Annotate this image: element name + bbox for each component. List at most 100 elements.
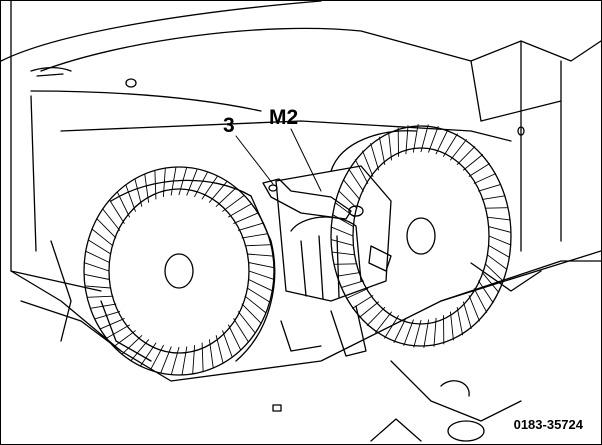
fan-vane <box>170 346 180 375</box>
fan-vane <box>94 311 121 320</box>
part-label-3: 3 <box>223 114 235 137</box>
fan-vane <box>443 133 458 157</box>
fan-vane <box>144 173 150 203</box>
fan-vane <box>354 159 369 184</box>
fan-vane <box>486 254 508 270</box>
fan-vane <box>208 181 228 203</box>
fan-vane <box>345 288 369 299</box>
fan-vane <box>84 285 112 289</box>
fan-vane <box>375 311 392 333</box>
fan-vane <box>481 195 506 200</box>
fan-vane <box>134 178 143 207</box>
fan-vane <box>99 318 125 330</box>
fan-vane <box>450 139 467 161</box>
fan-vane <box>450 311 454 341</box>
fan-vane <box>331 251 356 256</box>
fan-vane <box>484 263 504 282</box>
fan-vane <box>215 335 224 364</box>
fan-vane <box>140 342 157 367</box>
right-blower-fan <box>330 124 512 348</box>
left-blower-fan <box>83 166 276 376</box>
fan-vane <box>413 319 422 348</box>
fan-vane <box>208 339 214 369</box>
fan-vane <box>222 195 245 212</box>
part-label-m2: M2 <box>269 106 299 129</box>
fan-vane <box>340 280 364 289</box>
fan-vane <box>423 319 430 348</box>
fan-vane <box>366 306 386 326</box>
fan-vane <box>237 311 256 334</box>
fan-vane <box>102 208 121 231</box>
fan-vane <box>116 191 130 218</box>
fan-vane <box>246 287 271 303</box>
fan-vane <box>248 270 275 280</box>
fan-vane <box>384 315 399 339</box>
housing-outline <box>1 1 601 382</box>
figure-number: 0183-35724 <box>509 415 587 434</box>
fan-vane <box>154 170 157 200</box>
fan-vane <box>338 190 358 209</box>
fan-vane <box>83 273 110 280</box>
fan-vane <box>150 344 164 371</box>
fan-vane <box>478 183 502 192</box>
fan-vane <box>435 129 449 155</box>
fan-vane <box>194 171 208 198</box>
fan-vane <box>244 295 267 314</box>
fan-vane <box>330 239 354 246</box>
fan-vane <box>113 330 136 347</box>
fan-vane <box>246 253 274 257</box>
fan-vane <box>106 324 130 339</box>
fan-vane <box>462 154 484 171</box>
fan-vane <box>248 279 273 292</box>
fan-vane <box>488 235 512 246</box>
fan-vane <box>342 179 361 200</box>
fan-vane <box>248 262 275 269</box>
fan-vane <box>121 335 143 355</box>
bracket-3 <box>262 178 352 220</box>
fan-vane <box>201 175 218 200</box>
fan-vane <box>488 226 512 233</box>
fan-vane <box>370 143 380 171</box>
fan-vane <box>125 184 136 212</box>
fan-vane <box>241 233 269 239</box>
lower-mounts <box>50 240 542 442</box>
fan-vane <box>462 301 472 329</box>
fan-vane <box>348 168 364 192</box>
fan-vane <box>336 272 361 277</box>
fan-vane <box>244 244 272 247</box>
fan-vane <box>201 342 204 372</box>
fan-vane <box>233 318 249 343</box>
fan-vane <box>109 199 125 224</box>
fan-vane <box>405 125 409 155</box>
fan-vane <box>420 124 429 153</box>
fan-vane <box>87 239 112 255</box>
fan-vane <box>228 324 242 351</box>
leader-lines <box>235 128 322 192</box>
fan-vane <box>192 344 196 374</box>
fan-vane <box>233 212 259 224</box>
fan-vane <box>241 303 262 324</box>
fan-vane <box>473 288 488 313</box>
fan-vane <box>85 250 110 263</box>
fan-vane <box>403 319 414 346</box>
fan-vane <box>478 280 494 304</box>
fan-vane <box>215 187 237 207</box>
fan-vane <box>228 203 252 218</box>
fan-vane <box>222 330 233 358</box>
fan-vane <box>486 216 511 221</box>
fan-vane <box>178 167 188 196</box>
fan-vane <box>468 163 490 177</box>
fan-vane <box>332 214 354 228</box>
fan-vane <box>456 146 476 166</box>
fan-vane <box>170 167 177 196</box>
fan-vane <box>96 218 117 239</box>
fan-vane <box>162 168 166 198</box>
fan-vane <box>378 136 386 166</box>
fan-vane <box>330 226 354 237</box>
fan-vane <box>488 244 510 258</box>
fan-vane <box>456 306 464 336</box>
fan-vane <box>433 317 437 347</box>
fan-vane <box>186 168 198 196</box>
